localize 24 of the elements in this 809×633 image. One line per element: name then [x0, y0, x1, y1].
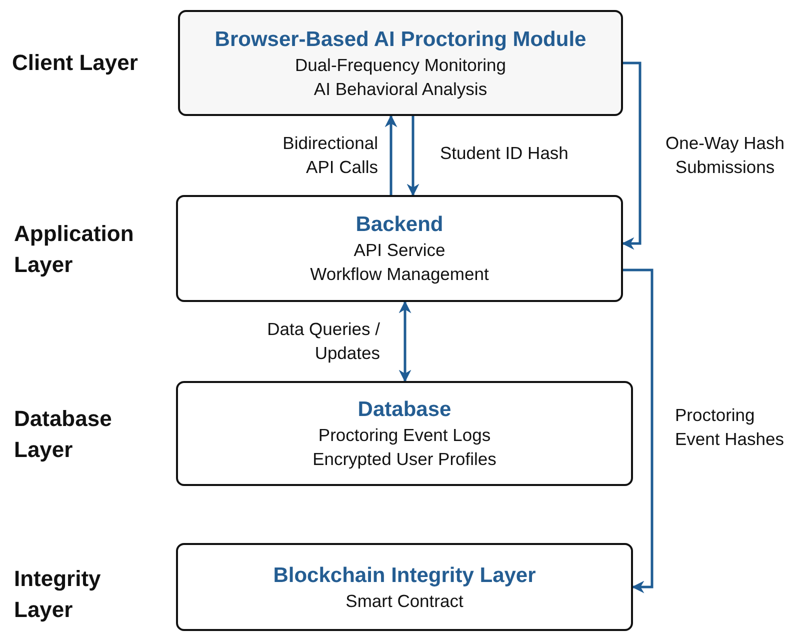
layer-name: Application Layer: [14, 220, 135, 279]
layer-name: Client Layer: [12, 49, 139, 77]
layer-box: [176, 381, 633, 486]
box-text: Workflow Management: [310, 263, 489, 286]
box-title: Browser-Based AI Proctoring Module: [214, 26, 586, 52]
layer-name: Database Layer: [14, 405, 113, 464]
box-text: Dual-Frequency Monitoring: [294, 54, 506, 76]
box-title: Database: [358, 397, 452, 423]
layer-box: [178, 10, 623, 116]
box-text: AI Behavioral Analysis: [314, 78, 488, 100]
box-title: Backend: [356, 212, 444, 238]
arrow: [623, 268, 654, 594]
box-text: Smart Contract: [346, 590, 464, 612]
arrow: [622, 62, 642, 250]
arrow: [384, 114, 398, 195]
box-text: API Service: [354, 239, 446, 262]
layer-box: [176, 543, 633, 631]
arrow: [398, 300, 412, 382]
arrow: [406, 116, 420, 196]
layer-box: [176, 195, 623, 302]
box-text: Proctoring Event Logs: [318, 424, 491, 447]
layer-name: Integrity Layer: [14, 565, 102, 624]
box-title: Blockchain Integrity Layer: [273, 562, 536, 588]
box-text: Encrypted User Profiles: [312, 448, 496, 471]
